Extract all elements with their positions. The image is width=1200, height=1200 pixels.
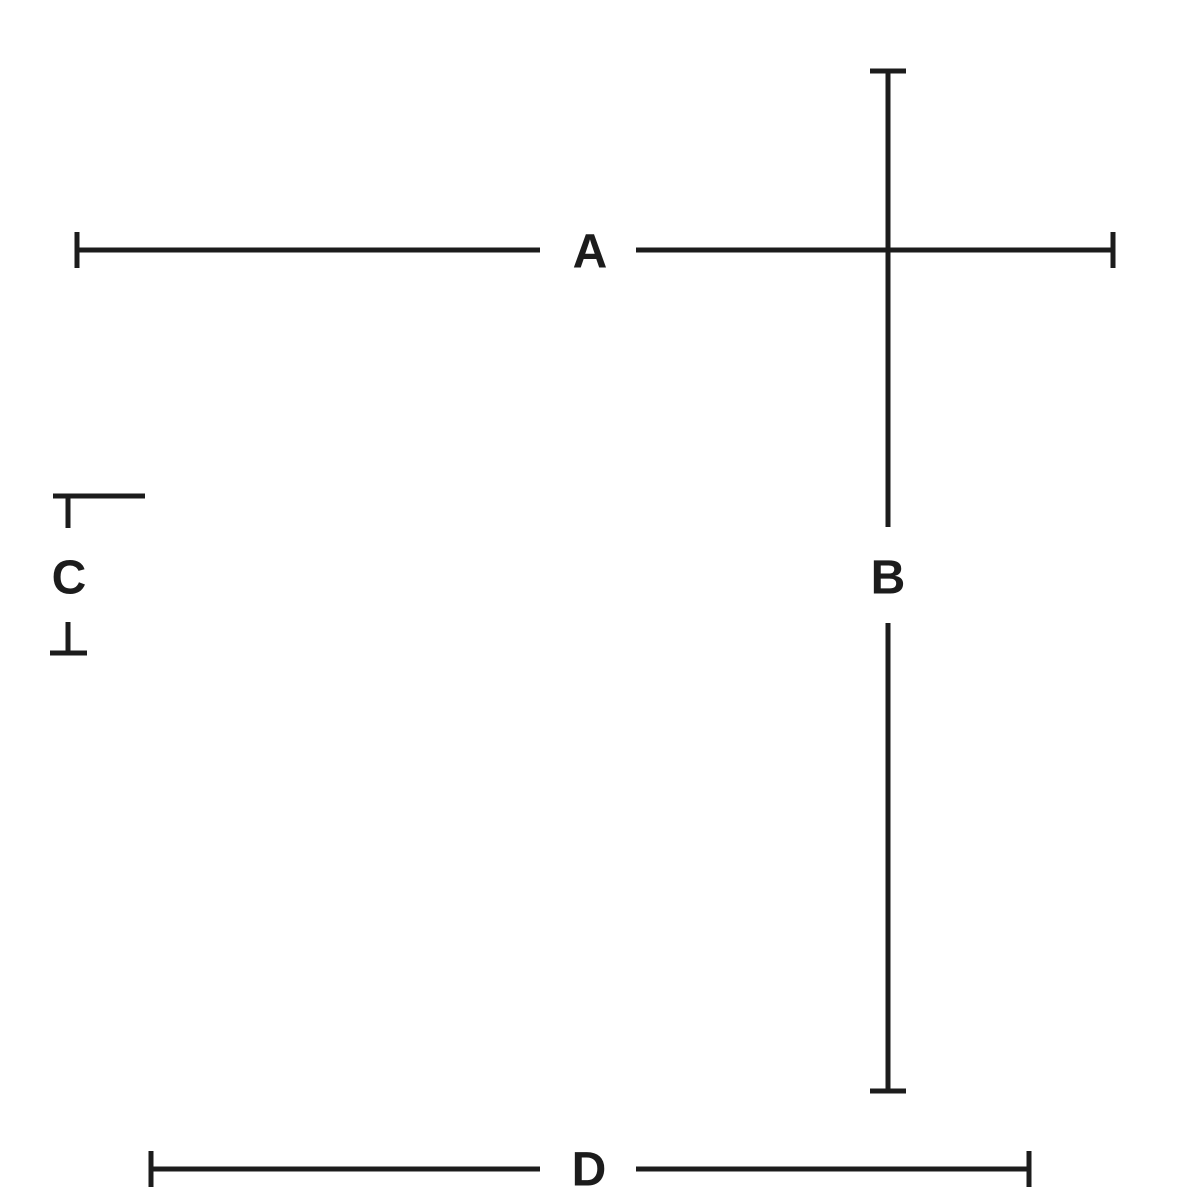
segment-b-label: B <box>871 552 906 605</box>
segment-a: A <box>74 226 1116 279</box>
segment-d-label: D <box>572 1144 607 1197</box>
segment-a-label: A <box>573 226 608 279</box>
segment-d: D <box>148 1144 1032 1197</box>
segment-b: B <box>870 68 906 1094</box>
segment-c: C <box>50 493 145 656</box>
segment-c-label: C <box>52 552 87 605</box>
